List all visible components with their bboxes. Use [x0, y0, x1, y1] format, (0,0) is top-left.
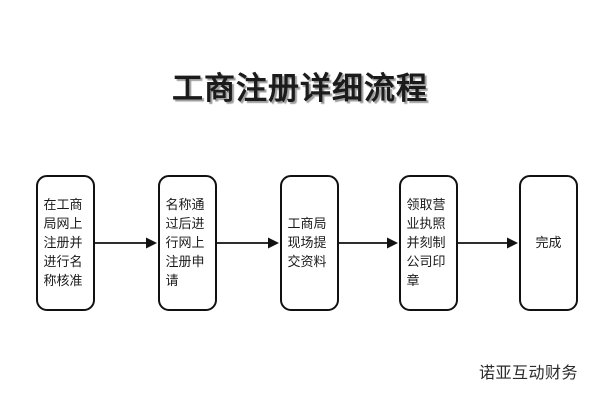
- arrow-right-icon: [458, 237, 518, 249]
- arrow-right-icon: [217, 237, 279, 249]
- arrow-right-icon: [339, 237, 398, 249]
- flow-node-step-2[interactable]: 名称通过后进行网上注册申请: [158, 175, 217, 311]
- arrow-right-icon: [95, 237, 157, 249]
- page-title: 工商注册详细流程: [172, 71, 428, 107]
- flow-node-label: 工商局现场提交资料: [287, 216, 327, 270]
- flow-node-step-5[interactable]: 完成: [519, 175, 578, 311]
- flow-arrow-4-to-5: [458, 236, 519, 250]
- flow-sequence: 在工商局网上注册并进行名称核准 名称通过后进行网上注册申请 工商局现场提交资料: [0, 175, 600, 311]
- flow-node-step-1[interactable]: 在工商局网上注册并进行名称核准: [36, 175, 95, 311]
- flow-node-step-4[interactable]: 领取营业执照并刻制公司印章: [399, 175, 458, 311]
- flow-node-step-3[interactable]: 工商局现场提交资料: [280, 175, 339, 311]
- flow-arrow-1-to-2: [95, 236, 158, 250]
- flow-node-label: 领取营业执照并刻制公司印章: [406, 197, 446, 289]
- flow-node-label: 完成: [535, 235, 562, 251]
- flow-node-label: 名称通过后进行网上注册申请: [165, 197, 205, 289]
- flow-node-label: 在工商局网上注册并进行名称核准: [43, 197, 83, 289]
- watermark-text: 诺亚互动财务: [478, 363, 578, 382]
- flow-arrow-3-to-4: [339, 236, 399, 250]
- flow-arrow-2-to-3: [217, 236, 280, 250]
